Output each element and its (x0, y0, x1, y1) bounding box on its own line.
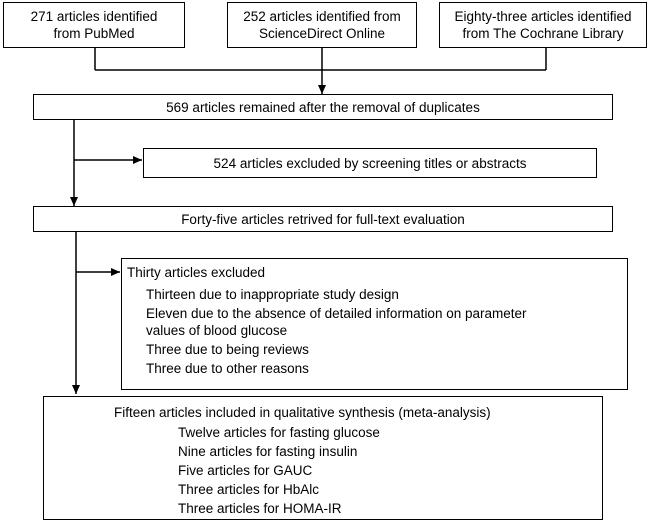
duplicates-removed-box: 569 articles remained after the removal … (33, 94, 613, 120)
list-item: Three due to being reviews (146, 342, 309, 357)
excluded-fulltext-title: Thirty articles excluded (127, 265, 266, 280)
list-item: Eleven due to the absence of detailed in… (146, 306, 527, 321)
source-sciencedirect-line2: ScienceDirect Online (258, 26, 386, 41)
included-title: Fifteen articles included in qualitative… (114, 405, 491, 420)
included-box: Fifteen articles included in qualitative… (43, 396, 603, 520)
fulltext-text: Forty-five articles retrived for full-te… (181, 211, 465, 227)
excluded-fulltext-box: Thirty articles excluded Thirteen due to… (121, 258, 628, 390)
source-box-pubmed: 271 articles identified from PubMed (3, 2, 185, 48)
list-item: Nine articles for fasting insulin (178, 444, 358, 459)
list-item: Three due to other reasons (146, 361, 309, 376)
list-item: Thirteen due to inappropriate study desi… (146, 287, 399, 302)
source-sciencedirect-line1: 252 articles identified from (243, 9, 401, 24)
source-cochrane-line2: from The Cochrane Library (462, 26, 624, 41)
list-item: values of blood glucose (146, 323, 288, 338)
duplicates-removed-text: 569 articles remained after the removal … (166, 99, 480, 115)
source-box-sciencedirect: 252 articles identified from ScienceDire… (227, 2, 417, 48)
list-item: Twelve articles for fasting glucose (178, 425, 380, 440)
excluded-screening-text: 524 articles excluded by screening title… (213, 155, 527, 171)
excluded-fulltext-list: Thirteen due to inappropriate study desi… (146, 285, 527, 378)
list-item: Three articles for HOMA-IR (178, 501, 342, 516)
fulltext-box: Forty-five articles retrived for full-te… (33, 206, 613, 232)
source-pubmed-line2: from PubMed (53, 26, 135, 41)
list-item: Three articles for HbAlc (178, 482, 320, 497)
source-pubmed-line1: 271 articles identified (30, 9, 158, 24)
included-list: Twelve articles for fasting glucose Nine… (178, 423, 380, 518)
source-cochrane-line1: Eighty-three articles identified (454, 9, 632, 24)
excluded-screening-box: 524 articles excluded by screening title… (143, 148, 597, 178)
source-box-cochrane: Eighty-three articles identified from Th… (439, 2, 647, 48)
list-item: Five articles for GAUC (178, 463, 313, 478)
